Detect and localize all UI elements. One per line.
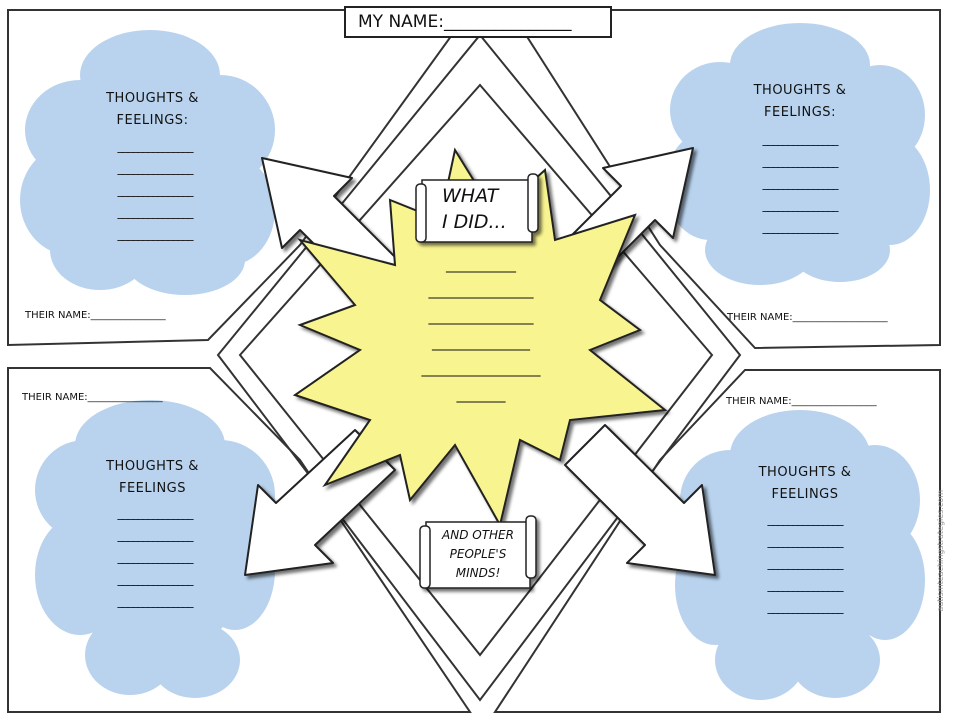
cloud-top-left [20,30,275,295]
cloud-bottom-left [35,400,275,698]
thoughts-title-bottom-right: THOUGHTS & FEELINGS [725,462,885,506]
cloud-top-right [665,23,930,285]
their-name-bottom-left[interactable]: THEIR NAME:_______________ [22,392,163,403]
what-i-did-line1: WHAT [442,185,499,207]
other-minds-line1: AND OTHER [442,528,514,542]
thoughts-title-line1: THOUGHTS & [106,91,199,106]
thoughts-title-line2: FEELINGS [771,487,839,502]
my-name-field[interactable]: MY NAME:_______________ [344,6,612,38]
cloud-bottom-right [675,410,925,700]
what-i-did-answer-lines[interactable]: __________ _______________ _____________… [421,257,541,403]
arrow-bottom-right [564,424,716,576]
burst-shape [292,147,668,528]
thoughts-title-line2: FEELINGS [118,481,187,496]
other-minds-label: AND OTHER PEOPLE'S MINDS! [430,526,526,583]
thoughts-title-bottom-left: THOUGHTS & FEELINGS [75,456,230,500]
thoughts-title-line1: THOUGHTS & [106,459,199,474]
thoughts-title-line2: FEELINGS: [116,113,189,128]
what-i-did-label: WHAT I DID... [428,183,528,235]
scroll-what-i-did [415,173,539,243]
thoughts-lines-top-right[interactable]: _______________ _______________ ________… [762,132,839,234]
outer-diamond [216,33,742,702]
thoughts-lines-bottom-right[interactable]: _______________ _______________ ________… [767,512,844,614]
credit-text: autismteachingstrategies.com [936,490,945,612]
other-minds-line2: PEOPLE'S [449,547,507,561]
thoughts-lines-bottom-left[interactable]: _______________ _______________ ________… [117,506,194,608]
thoughts-title-line1: THOUGHTS & [758,465,852,480]
other-minds-line3: MINDS! [455,566,501,580]
their-name-top-right[interactable]: THEIR NAME:___________________ [727,312,888,323]
thoughts-title-line2: FEELINGS: [764,105,836,120]
their-name-top-left[interactable]: THEIR NAME:_______________ [25,310,166,321]
what-i-did-line2: I DID... [442,211,507,233]
thoughts-title-top-right: THOUGHTS & FEELINGS: [720,80,880,124]
thoughts-lines-top-left[interactable]: _______________ _______________ ________… [117,139,194,241]
thoughts-title-line1: THOUGHTS & [753,83,847,98]
their-name-bottom-right[interactable]: THEIR NAME:_________________ [726,396,877,407]
thoughts-title-top-left: THOUGHTS & FEELINGS: [75,88,230,132]
scroll-other-minds [419,515,537,589]
